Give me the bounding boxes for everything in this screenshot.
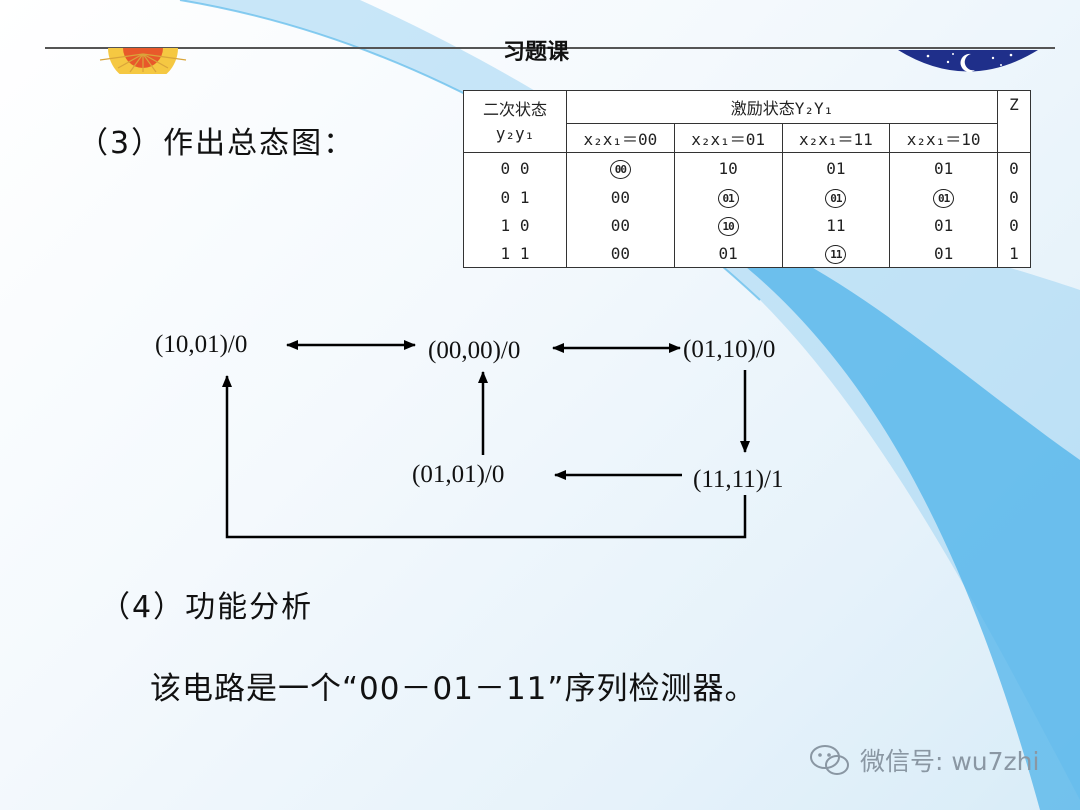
table-cell: 01 <box>781 183 891 212</box>
header-rule <box>45 47 1055 49</box>
table-row: 1 0 00 10 11 01 0 <box>463 211 1031 240</box>
table-cell-output: 0 <box>997 211 1031 240</box>
table-cell: 01 <box>889 211 998 240</box>
table-cell: 10 <box>673 211 783 240</box>
table-cell-output: 0 <box>997 183 1031 212</box>
state-node-00-00: (00,00)/0 <box>428 337 520 364</box>
table-cell: 01 <box>673 239 783 269</box>
stable-state-marker: 01 <box>933 188 955 208</box>
table-cell: 00 <box>566 183 675 212</box>
stable-state-marker: 00 <box>609 159 631 179</box>
table-header-output: Z <box>997 89 1031 154</box>
table-cell: 00 <box>566 152 675 184</box>
row-state: 1 0 <box>463 211 567 240</box>
transition-arrow <box>222 375 747 539</box>
sun-icon <box>99 48 187 74</box>
table-header-present-state: 二次状态 y₂y₁ <box>463 89 567 154</box>
table-cell: 01 <box>889 239 998 269</box>
watermark: 微信号: wu7zhi <box>808 742 1039 778</box>
wechat-icon <box>810 745 849 775</box>
row-state: 0 0 <box>463 152 567 184</box>
state-node-01-10: (01,10)/0 <box>683 336 775 363</box>
step4-heading: （4）功能分析 <box>100 590 314 625</box>
table-cell: 01 <box>673 183 783 212</box>
watermark-text: 微信号: wu7zhi <box>859 747 1040 776</box>
stable-state-marker: 10 <box>717 216 739 236</box>
step3-heading: （3）作出总态图： <box>78 126 356 161</box>
state-table: 二次状态 y₂y₁ 激励状态Y₂Y₁ Z x₂x₁＝00 x₂x₁＝01 x₂x… <box>463 89 1031 269</box>
table-row: 1 1 00 01 11 01 1 <box>463 239 1031 269</box>
table-cell-output: 0 <box>997 152 1031 184</box>
table-cell-output: 1 <box>997 239 1031 269</box>
slide-title: 习题课 <box>503 40 570 65</box>
table-row: 0 1 00 01 01 01 0 <box>463 183 1031 212</box>
stable-state-marker: 01 <box>825 188 847 208</box>
row-state: 0 1 <box>463 183 567 212</box>
table-cell: 01 <box>889 152 998 184</box>
table-column-header: x₂x₁＝11 <box>781 123 891 154</box>
stable-state-marker: 11 <box>825 244 847 264</box>
state-node-11-11: (11,11)/1 <box>693 466 784 493</box>
table-header-excitation: 激励状态Y₂Y₁ <box>566 89 998 125</box>
table-cell: 01 <box>889 183 998 212</box>
table-cell: 00 <box>566 239 675 269</box>
table-column-header: x₂x₁＝10 <box>889 123 998 154</box>
header-present-state-label: 二次状态 <box>482 99 547 119</box>
state-node-01-01: (01,01)/0 <box>412 461 504 488</box>
conclusion-text: 该电路是一个“00－01－11”序列检测器。 <box>150 671 757 707</box>
header-present-state-vars: y₂y₁ <box>495 123 535 143</box>
moon-icon <box>898 50 1038 72</box>
state-node-10-01: (10,01)/0 <box>155 331 247 358</box>
table-cell: 01 <box>781 152 891 184</box>
table-column-header: x₂x₁＝00 <box>566 123 675 154</box>
table-cell: 00 <box>566 211 675 240</box>
table-row: 0 0 00 10 01 01 0 <box>463 152 1031 184</box>
table-cell: 10 <box>673 152 783 184</box>
stable-state-marker: 01 <box>717 188 739 208</box>
row-state: 1 1 <box>463 239 567 269</box>
table-cell: 11 <box>781 239 891 269</box>
